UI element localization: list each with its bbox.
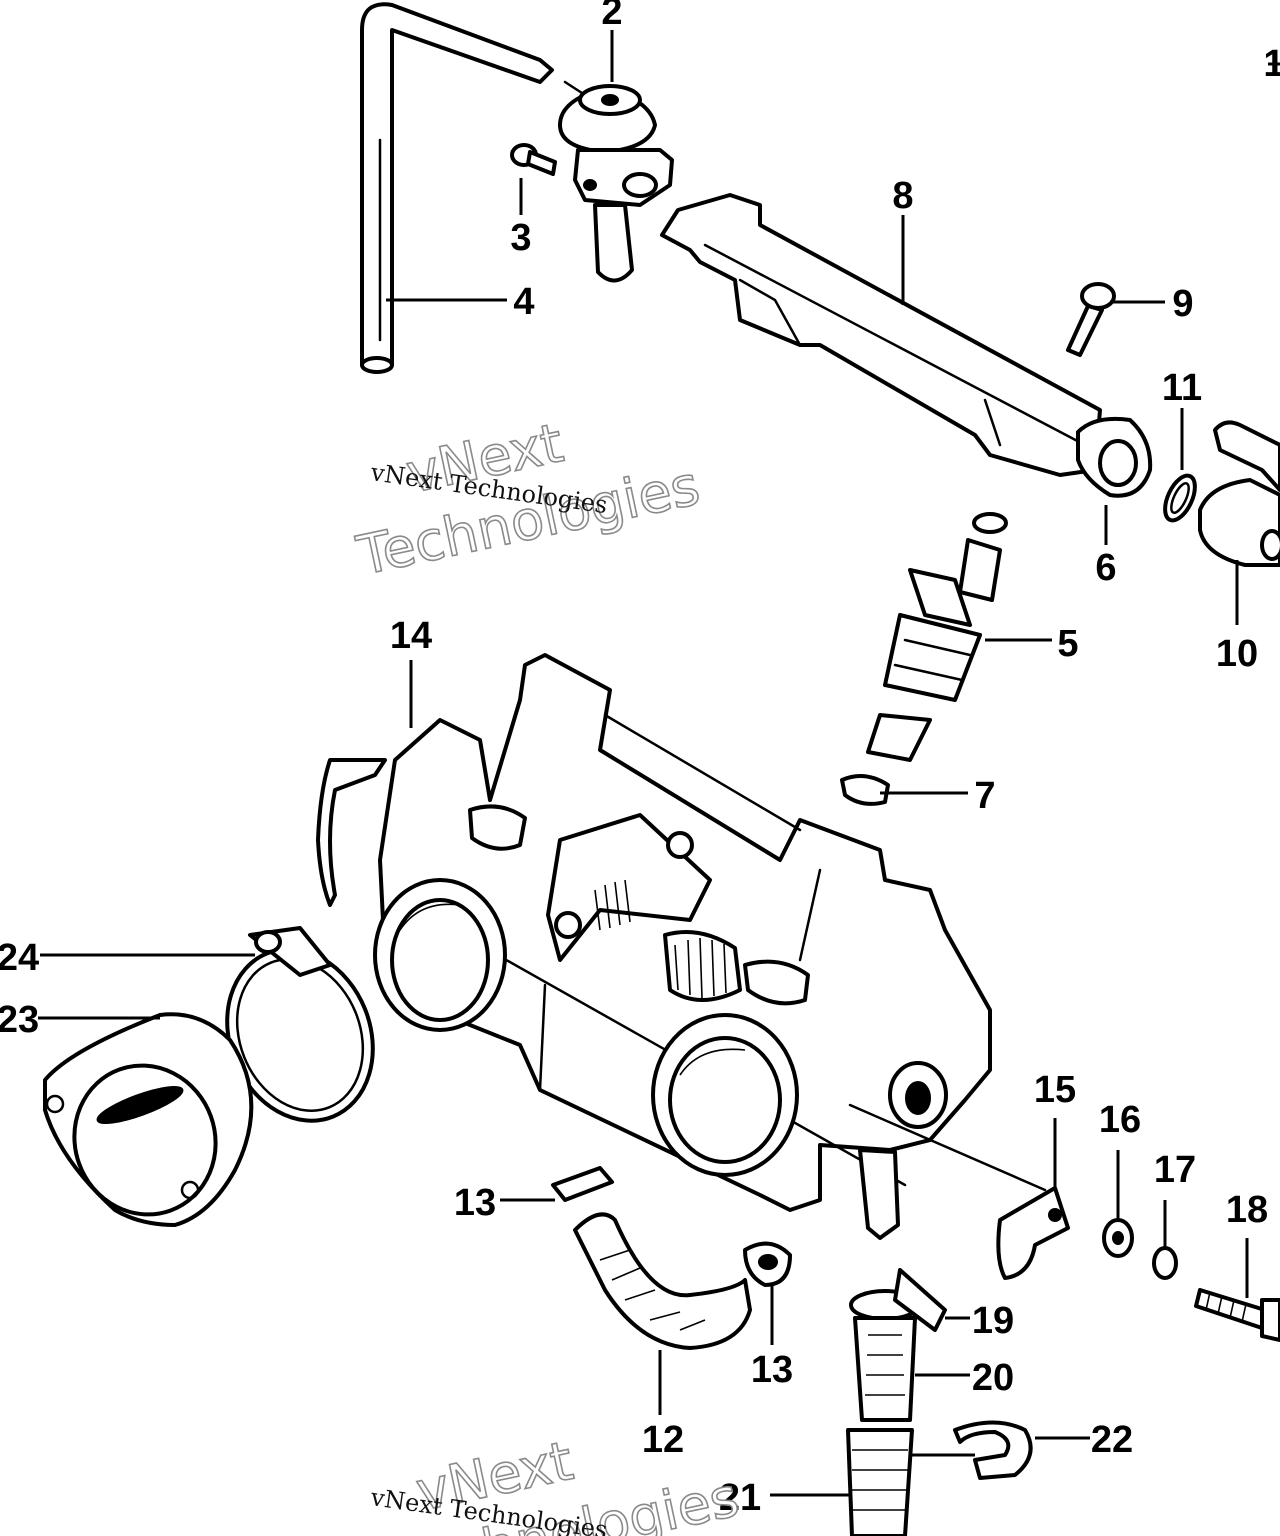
callout-13-upper: 13 — [454, 1182, 496, 1224]
callout-6: 6 — [1095, 547, 1116, 589]
callout-11: 11 — [1162, 367, 1202, 409]
callout-5: 5 — [1057, 623, 1078, 665]
part-21-hose — [846, 1428, 914, 1536]
callout-20: 20 — [972, 1357, 1014, 1399]
callout-16: 16 — [1099, 1099, 1141, 1141]
callout-15: 15 — [1034, 1069, 1076, 1111]
callout-7: 7 — [974, 775, 995, 817]
part-13-clip-lower — [743, 1241, 792, 1287]
part-18-bolt — [1194, 1288, 1280, 1342]
callout-14: 14 — [390, 615, 432, 657]
part-11-o-ring — [1163, 473, 1197, 523]
callout-18: 18 — [1226, 1189, 1268, 1231]
part-3-bolt — [510, 143, 557, 176]
part-20-filter — [853, 1316, 917, 1422]
part-17-spring-washer — [1152, 1246, 1178, 1280]
assembly-leader-line — [848, 1103, 1047, 1192]
callout-19: 19 — [972, 1300, 1014, 1342]
callout-3: 3 — [510, 217, 531, 259]
part-13-clip-upper — [551, 1166, 614, 1202]
part-8-fuel-rail — [660, 193, 1153, 498]
watermark-lower: vNext Technologies — [390, 1428, 745, 1536]
callout-13-lower: 13 — [751, 1349, 793, 1391]
part-4-hose — [360, 2, 554, 374]
part-5-injector — [866, 512, 1008, 762]
callout-17: 17 — [1154, 1149, 1196, 1191]
part-12-hose — [573, 1212, 752, 1350]
callout-9: 9 — [1172, 283, 1193, 325]
part-23-intake-boot — [43, 1012, 254, 1227]
part-19-clamp — [849, 1268, 947, 1332]
part-24-clamp — [225, 926, 375, 1123]
callout-24: 24 — [0, 937, 39, 979]
part-9-bolt — [1066, 282, 1116, 357]
part-22-clamp — [953, 1420, 1033, 1480]
callout-23: 23 — [0, 999, 39, 1041]
part-16-washer — [1102, 1218, 1134, 1258]
callout-10: 10 — [1216, 633, 1258, 675]
callout-8: 8 — [892, 175, 913, 217]
part-14-throttle-body — [316, 653, 992, 1240]
part-7-seal — [840, 774, 890, 806]
callout-4: 4 — [513, 281, 534, 323]
callout-22: 22 — [1091, 1419, 1133, 1461]
part-10-fitting — [1198, 420, 1280, 567]
callout-21: 21 — [719, 1477, 761, 1519]
callout-1-partial: 1 — [1263, 43, 1280, 85]
callout-leaders — [38, 30, 1280, 1497]
callout-2: 2 — [601, 0, 622, 33]
part-2-pressure-regulator — [558, 80, 674, 283]
part-15-bracket — [996, 1186, 1070, 1280]
callout-12: 12 — [642, 1419, 684, 1461]
